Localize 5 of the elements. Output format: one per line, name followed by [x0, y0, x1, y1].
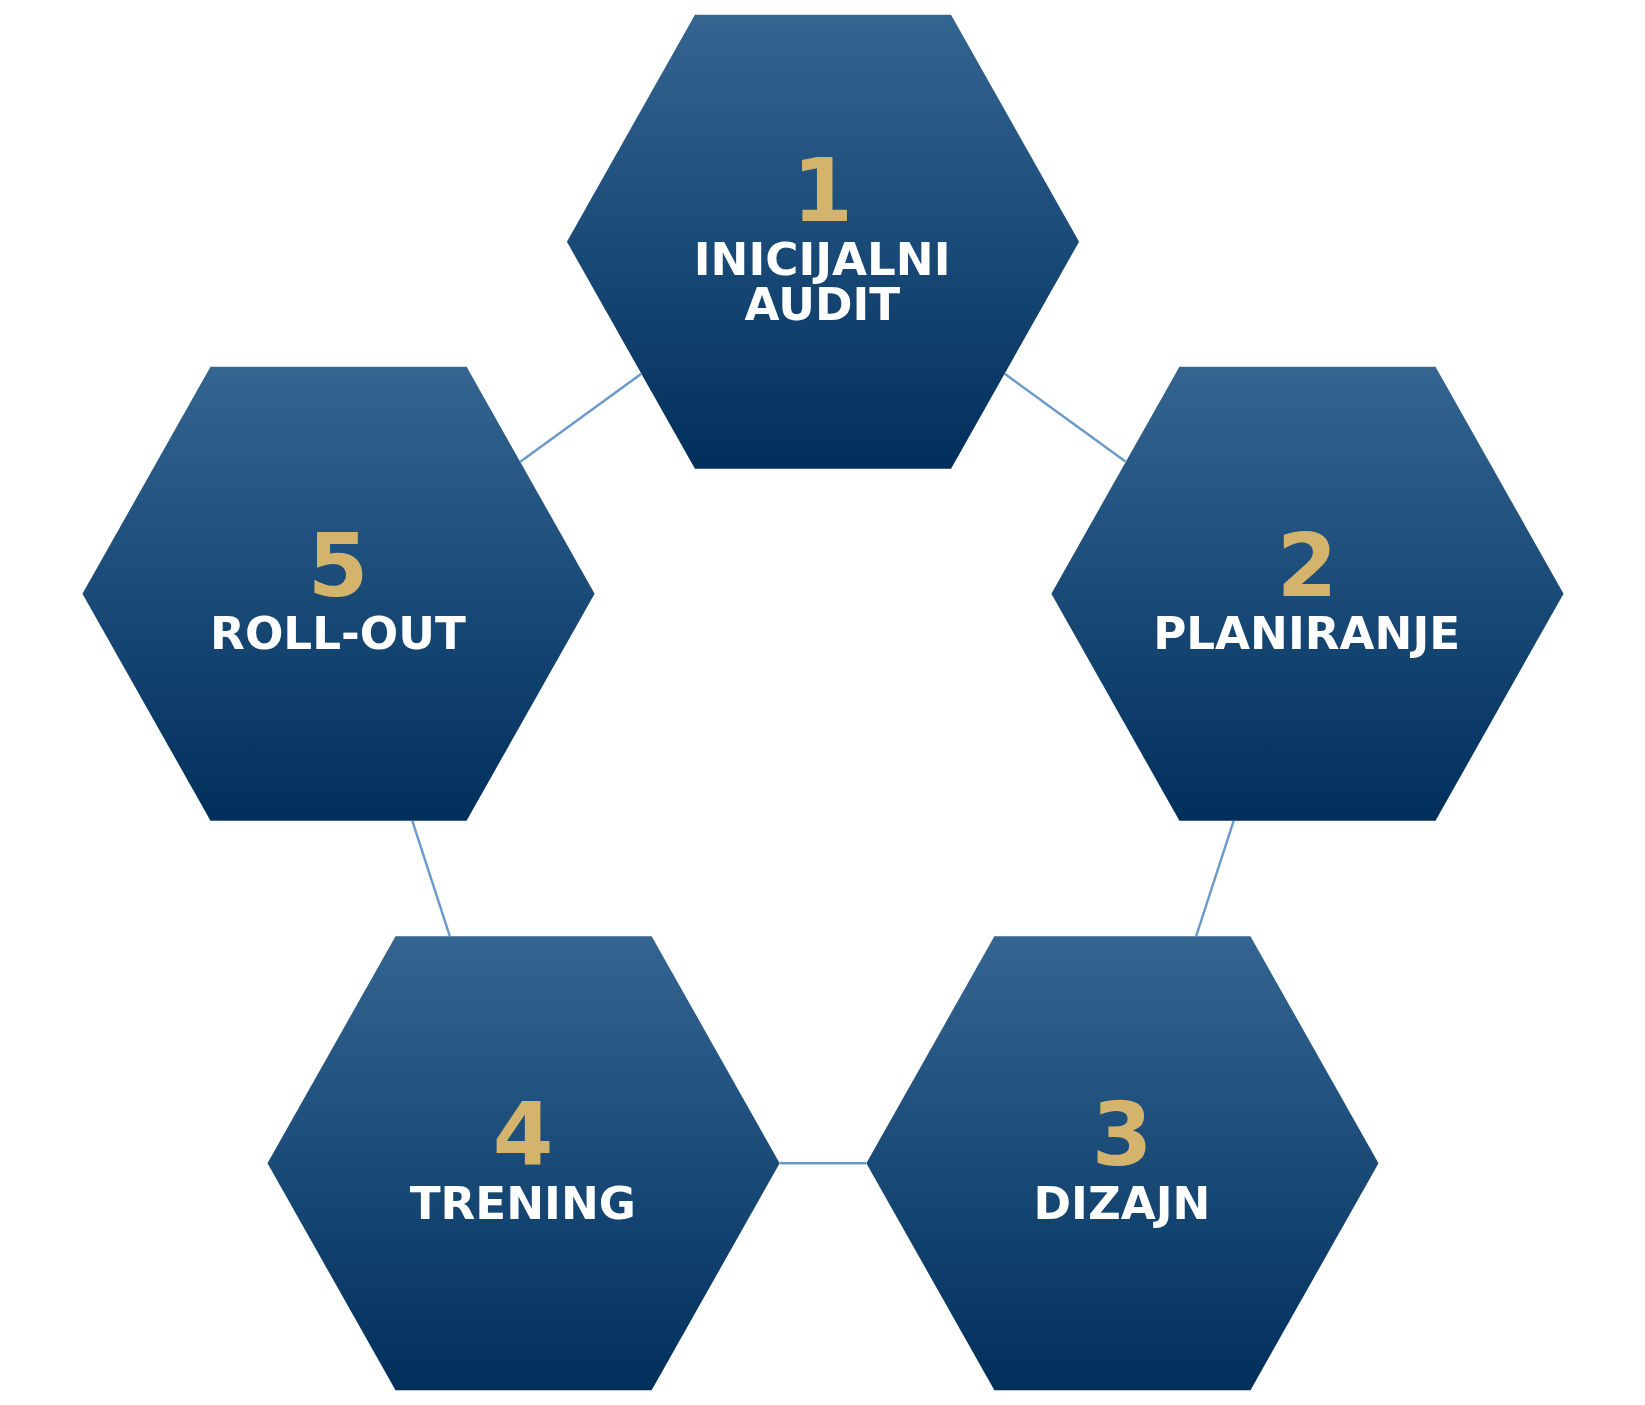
- connector: [410, 820, 451, 937]
- connector: [519, 373, 642, 463]
- connector: [779, 1162, 866, 1165]
- connector: [1003, 372, 1126, 463]
- connector: [1194, 820, 1235, 937]
